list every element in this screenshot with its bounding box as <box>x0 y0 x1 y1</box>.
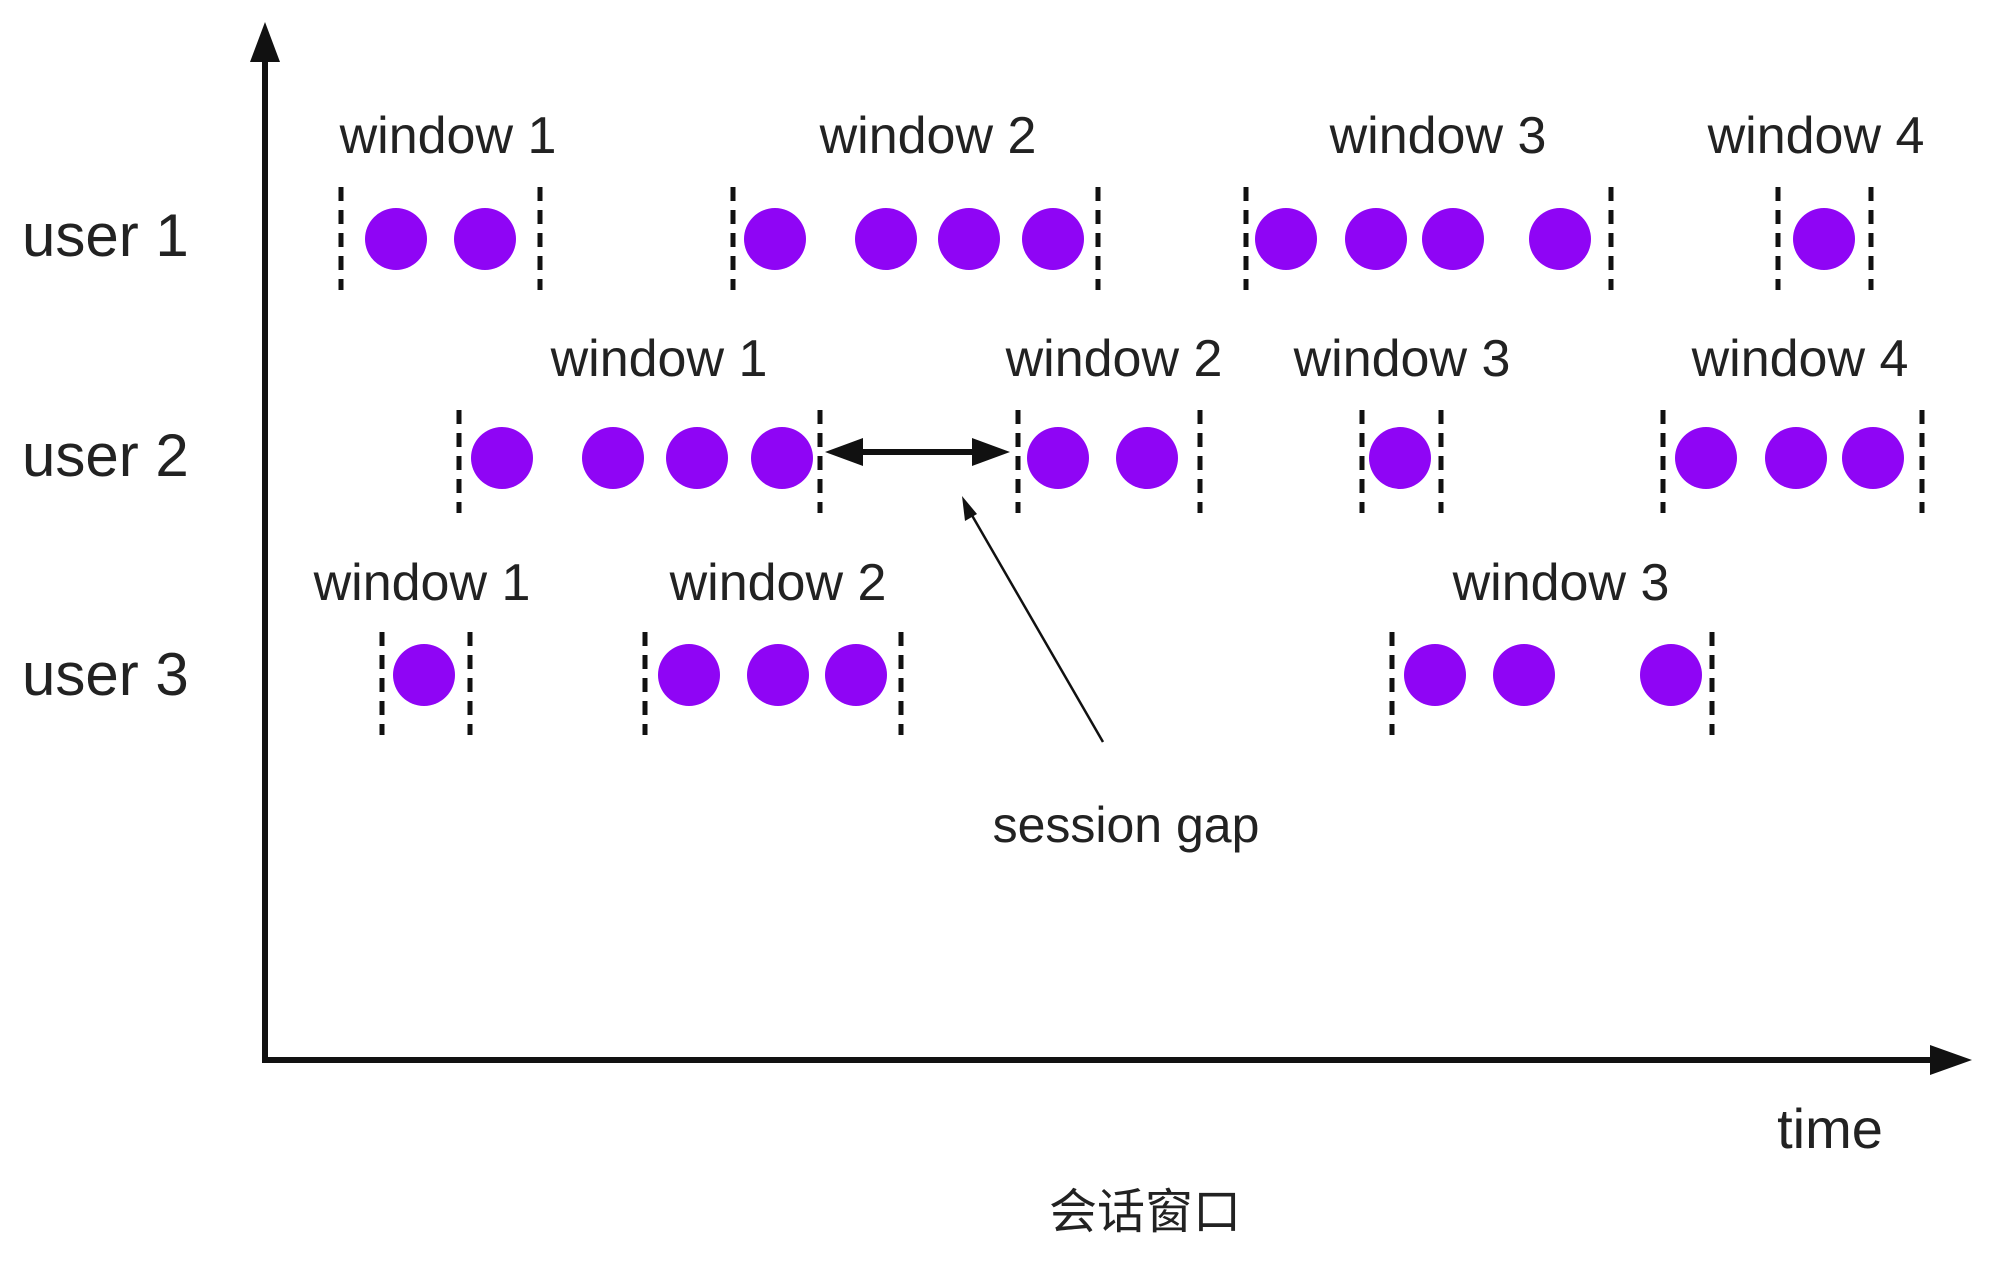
event-dot <box>1793 208 1855 270</box>
event-dot <box>751 427 813 489</box>
window-label: window 2 <box>669 554 887 612</box>
event-dot <box>1116 427 1178 489</box>
event-dot <box>658 644 720 706</box>
user-3-windows: window 1 window 2 window 3 <box>313 554 1715 735</box>
event-dot <box>747 644 809 706</box>
event-dot <box>1529 208 1591 270</box>
figure-caption: 会话窗口 <box>1049 1184 1241 1240</box>
row-label-user-2: user 2 <box>22 422 189 489</box>
event-dot <box>1422 208 1484 270</box>
event-dot <box>1640 644 1702 706</box>
window-label: window 3 <box>1293 330 1511 388</box>
x-axis-label: time <box>1777 1097 1883 1160</box>
event-dot <box>1022 208 1084 270</box>
window-label: window 4 <box>1707 107 1925 165</box>
session-gap-pointer-head <box>962 496 977 521</box>
event-dot <box>471 427 533 489</box>
event-dot <box>1842 427 1904 489</box>
user-1-windows: window 1 window 2 window 3 window 4 <box>338 107 1925 290</box>
event-dot <box>454 208 516 270</box>
session-gap-label: session gap <box>993 797 1260 853</box>
x-axis-arrowhead <box>1930 1045 1972 1075</box>
event-dot <box>582 427 644 489</box>
session-gap-pointer <box>964 504 1105 743</box>
user-2-windows: window 1 window 2 window 3 window 4 <box>456 330 1925 513</box>
axes: time <box>250 22 1972 1160</box>
event-dot <box>1345 208 1407 270</box>
window-label: window 1 <box>550 330 768 388</box>
event-dot <box>825 644 887 706</box>
row-label-user-3: user 3 <box>22 641 189 708</box>
event-dot <box>1765 427 1827 489</box>
window-label: window 2 <box>819 107 1037 165</box>
event-dot <box>744 208 806 270</box>
event-dot <box>938 208 1000 270</box>
window-label: window 3 <box>1329 107 1547 165</box>
session-gap-annotation: session gap <box>825 438 1259 853</box>
event-dot <box>1369 427 1431 489</box>
event-dot <box>365 208 427 270</box>
window-label: window 3 <box>1452 554 1670 612</box>
event-dot <box>666 427 728 489</box>
window-label: window 1 <box>313 554 531 612</box>
event-dot <box>1404 644 1466 706</box>
window-label: window 2 <box>1005 330 1223 388</box>
event-dot <box>1675 427 1737 489</box>
window-label: window 1 <box>339 107 557 165</box>
event-dot <box>855 208 917 270</box>
y-axis-arrowhead <box>250 22 280 62</box>
event-dot <box>393 644 455 706</box>
session-gap-arrowhead-left <box>825 438 863 466</box>
row-label-user-1: user 1 <box>22 202 189 269</box>
session-gap-arrowhead-right <box>972 438 1010 466</box>
event-dot <box>1493 644 1555 706</box>
event-dot <box>1255 208 1317 270</box>
window-label: window 4 <box>1691 330 1909 388</box>
event-dot <box>1027 427 1089 489</box>
row-labels: user 1 user 2 user 3 <box>22 202 189 708</box>
